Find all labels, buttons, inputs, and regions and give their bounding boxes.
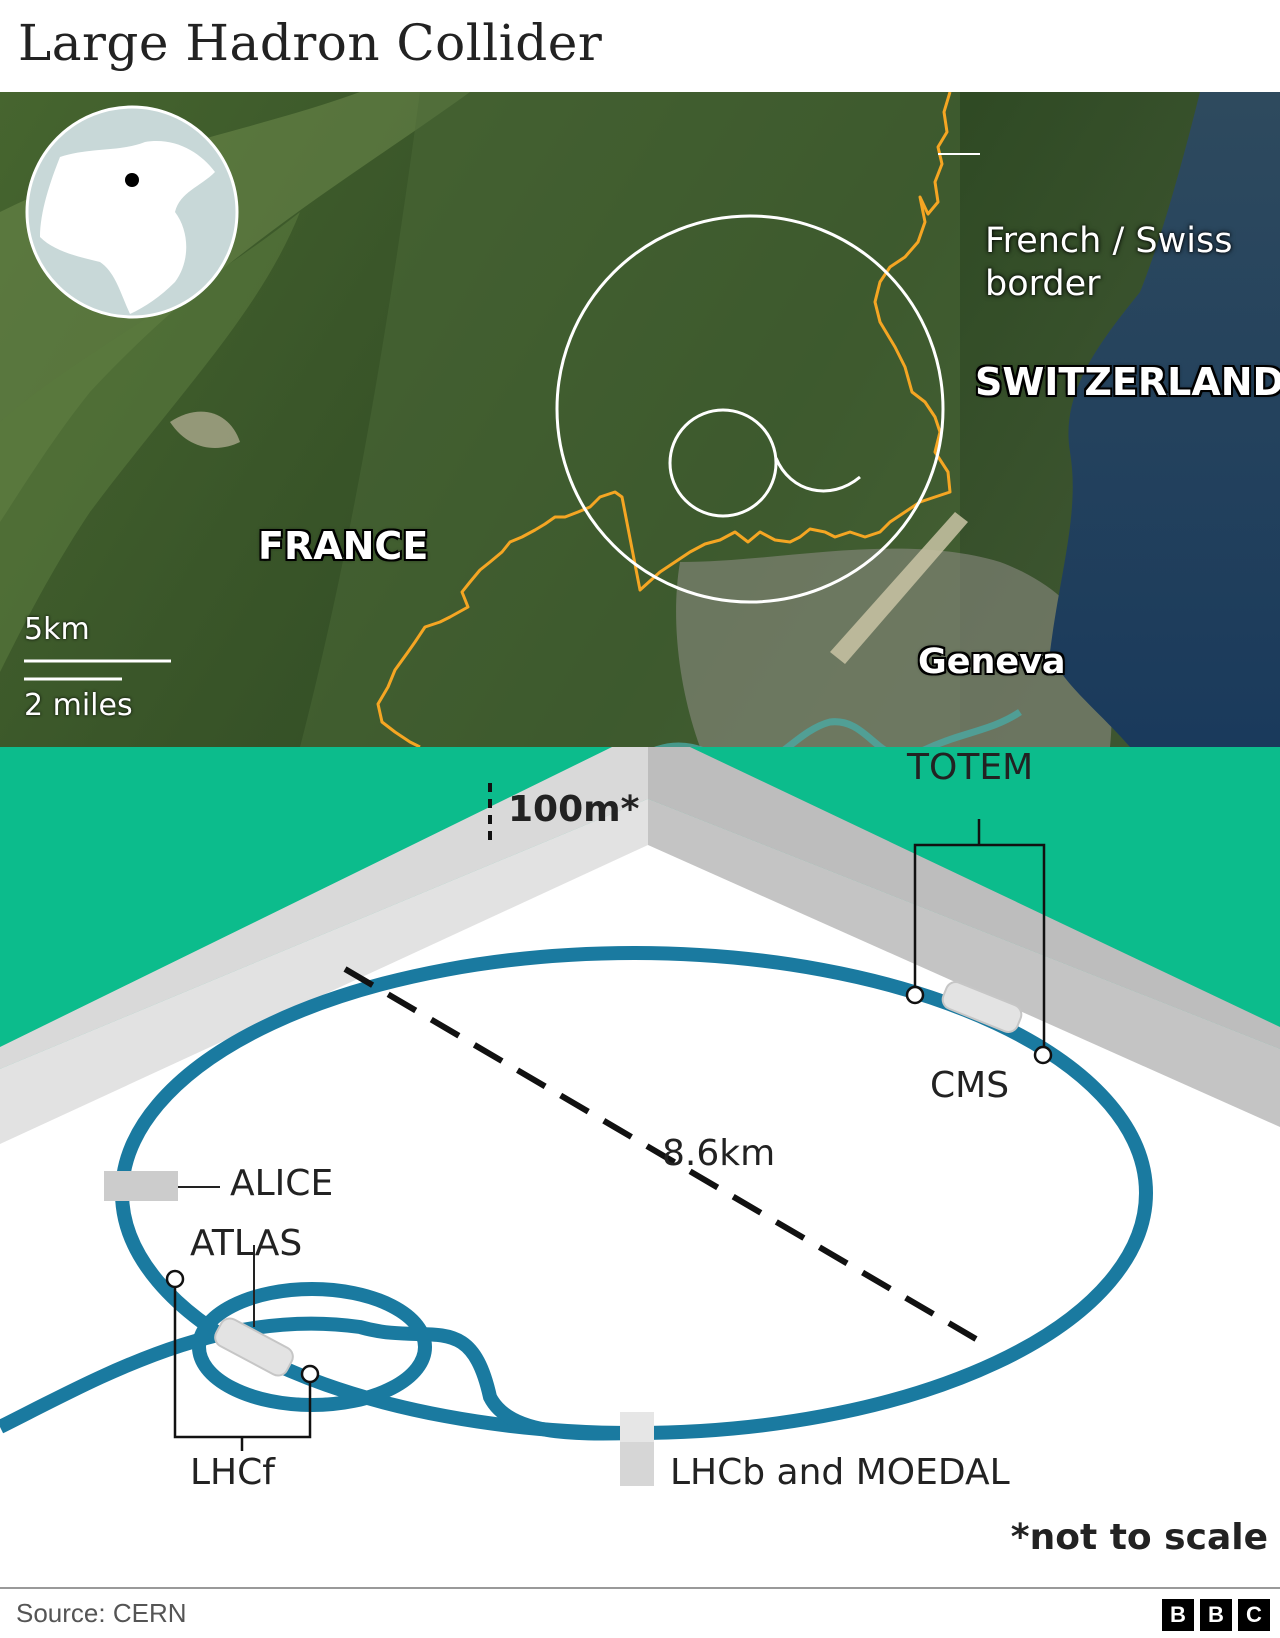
alice-detector (104, 1171, 178, 1201)
location-marker-icon (125, 173, 139, 187)
depth-label: 100m* (508, 789, 640, 830)
satellite-map: French / Swiss border SWITZERLAND FRANCE… (0, 92, 1280, 747)
cavern-wall-left (0, 799, 648, 1144)
source-credit: Source: CERN (16, 1598, 187, 1628)
lhcf-label: LHCf (190, 1452, 275, 1493)
bbc-logo-letter: B (1162, 1599, 1194, 1631)
footer-divider (0, 1587, 1280, 1589)
totem-label: TOTEM (907, 747, 1034, 788)
lhc-diagram-graphic (0, 747, 1280, 1587)
cms-label: CMS (930, 1065, 1010, 1106)
scale-miles-label: 2 miles (24, 688, 133, 723)
border-label: French / Swiss border (985, 221, 1233, 304)
lhcb-label: LHCb and MOEDAL (670, 1452, 1010, 1493)
cms-detector (941, 981, 1023, 1033)
lhc-diagram: 100m* TOTEM CMS 8.6km ALICE ATLAS LHCf L… (0, 747, 1280, 1587)
lhcf-point-left (165, 1269, 185, 1289)
lhcf-point-right (300, 1364, 320, 1384)
cavern-wall-right (648, 799, 1280, 1127)
totem-point-right (1033, 1045, 1053, 1065)
bbc-logo-letter: B (1200, 1599, 1232, 1631)
satellite-map-graphic (0, 92, 1280, 747)
lhc-ring-map (555, 214, 945, 604)
border-line (376, 92, 952, 747)
switzerland-label: SWITZERLAND (975, 360, 1280, 404)
atlas-detector (214, 1317, 294, 1377)
bbc-logo: B B C (1162, 1599, 1270, 1631)
totem-point-left (905, 985, 925, 1005)
diameter-label: 8.6km (662, 1133, 776, 1174)
page-title: Large Hadron Collider (18, 14, 603, 72)
diameter-line (343, 966, 978, 1342)
bbc-logo-letter: C (1238, 1599, 1270, 1631)
globe-locator (25, 105, 239, 319)
geneva-label: Geneva (918, 642, 1066, 682)
atlas-label: ATLAS (190, 1223, 303, 1264)
france-label: FRANCE (258, 524, 429, 568)
scale-note: *not to scale (1010, 1517, 1268, 1558)
alice-label: ALICE (230, 1163, 334, 1204)
scale-km-label: 5km (24, 612, 90, 647)
sps-ring-map (668, 408, 778, 518)
